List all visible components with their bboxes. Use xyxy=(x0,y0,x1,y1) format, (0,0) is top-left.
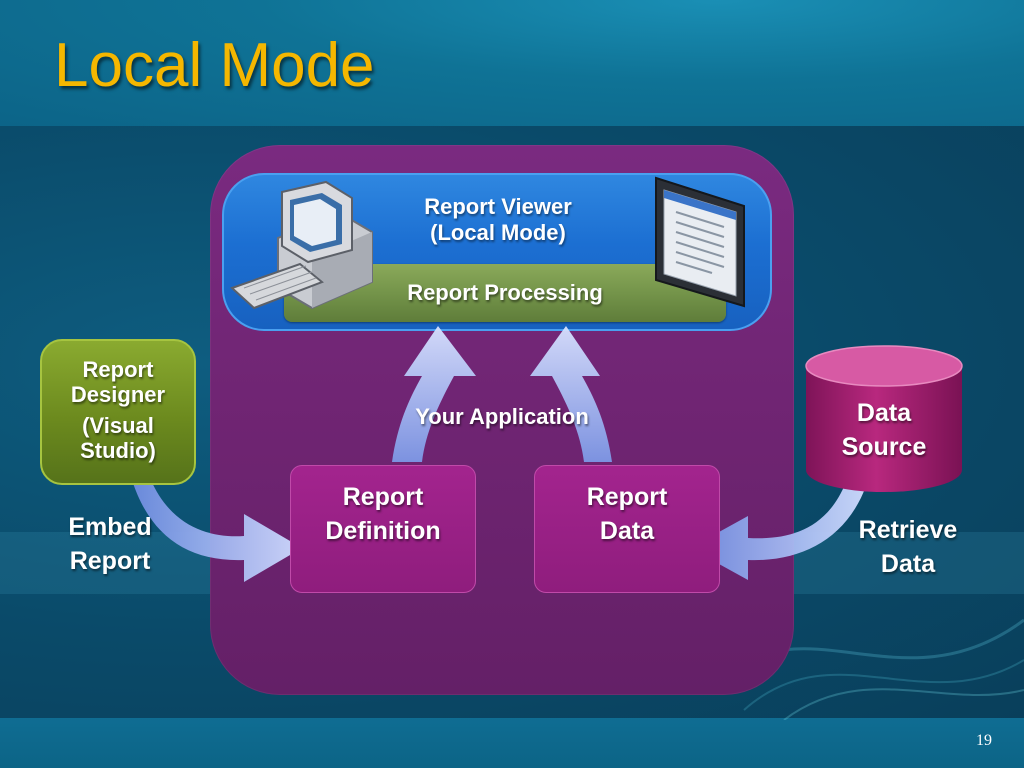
report-designer-title: Report Designer xyxy=(70,357,166,407)
title-band xyxy=(0,0,1024,126)
page-number: 19 xyxy=(976,732,992,749)
report-designer-subtitle: (Visual Studio) xyxy=(80,413,156,463)
application-label: Your Application xyxy=(415,404,589,429)
report-viewer-label: Report Viewer(Local Mode) xyxy=(424,194,572,245)
slide-title: Local Mode xyxy=(54,31,375,100)
footer-band xyxy=(0,718,1024,768)
report-designer-box: Report Designer (Visual Studio) xyxy=(40,339,196,485)
report-processing-label: Report Processing xyxy=(407,280,603,305)
